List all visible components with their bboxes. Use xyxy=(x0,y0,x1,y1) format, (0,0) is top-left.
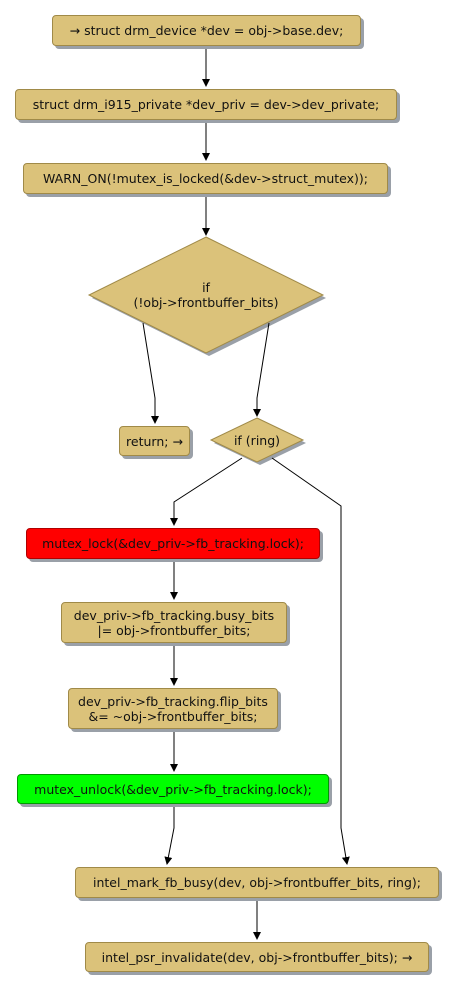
step-mutex-lock: mutex_lock(&dev_priv->fb_tracking.lock); xyxy=(26,528,320,559)
step-return: return; → xyxy=(119,426,190,456)
edge-decision-return xyxy=(142,322,159,424)
edge-unlock-mark xyxy=(164,804,175,865)
step-dev-priv-assign: struct drm_i915_private *dev_priv = dev-… xyxy=(15,89,397,120)
edge-ring-mark xyxy=(271,457,350,865)
step-dev-assign: → struct drm_device *dev = obj->base.dev… xyxy=(52,15,361,46)
decision-frontbuffer-bits xyxy=(87,236,325,354)
step-busy-bits: dev_priv->fb_tracking.busy_bits |= obj->… xyxy=(61,602,287,643)
step-intel-mark-fb-busy: intel_mark_fb_busy(dev, obj->frontbuffer… xyxy=(75,867,439,898)
step-flip-bits: dev_priv->fb_tracking.flip_bits &= ~obj-… xyxy=(68,688,278,729)
step-intel-psr-invalidate: intel_psr_invalidate(dev, obj->frontbuff… xyxy=(85,942,429,972)
decision-frontbuffer-label: if (!obj->frontbuffer_bits) xyxy=(133,280,279,310)
step-warn-on-mutex: WARN_ON(!mutex_is_locked(&dev->struct_mu… xyxy=(23,163,388,194)
edge-decision-ring xyxy=(253,322,270,417)
edge-ring-lock xyxy=(170,457,243,526)
decision-ring xyxy=(209,417,305,463)
decision-ring-label: if (ring) xyxy=(233,433,281,448)
step-mutex-unlock: mutex_unlock(&dev_priv->fb_tracking.lock… xyxy=(17,774,329,804)
